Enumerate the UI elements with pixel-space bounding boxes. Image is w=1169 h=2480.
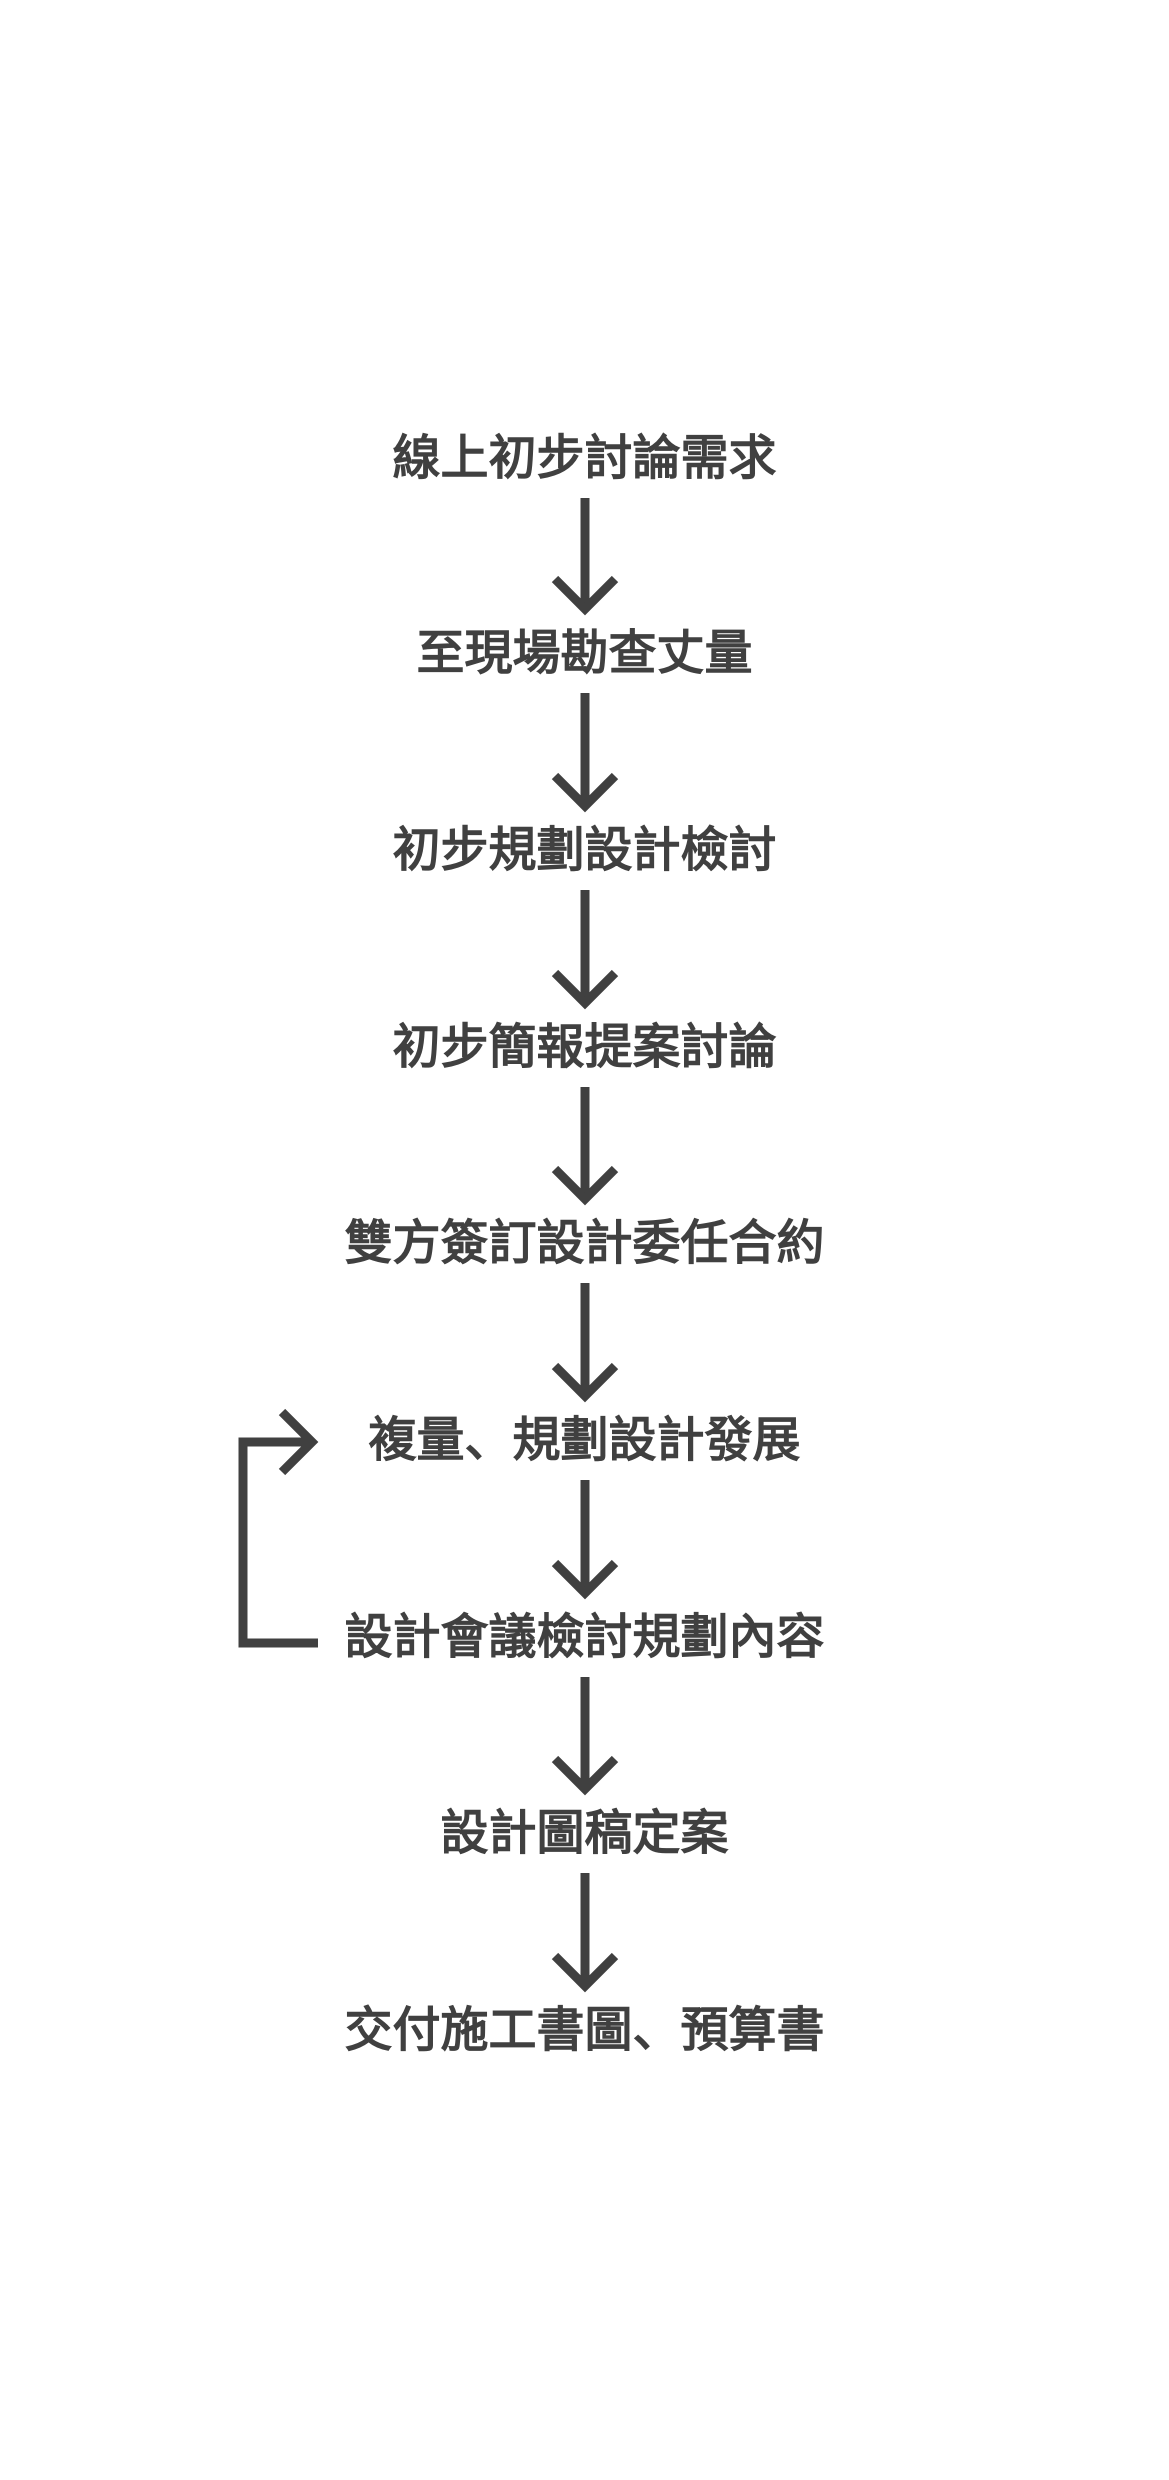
arrow-head [551,969,619,1010]
step-4: 初步簡報提案討論 [392,1019,777,1075]
arrow-head [551,1559,619,1600]
step-6: 複量、規劃設計發展 [368,1412,801,1468]
down-arrow-icon [551,693,619,813]
loop-arrowhead [278,1408,319,1476]
arrow-head [551,1165,619,1206]
step-7: 設計會議檢討規劃內容 [344,1609,825,1665]
arrow-head [551,575,619,616]
step-5: 雙方簽訂設計委任合約 [344,1215,825,1271]
down-arrow-icon [551,1873,619,1993]
down-arrow-icon [551,890,619,1010]
arrow-head [551,1755,619,1796]
step-9: 交付施工書圖、預算書 [344,2002,825,2058]
arrow-head [551,772,619,813]
step-8: 設計圖稿定案 [440,1805,729,1861]
step-1: 線上初步討論需求 [392,430,777,486]
down-arrow-icon [551,1087,619,1206]
step-2: 至現場勘查丈量 [416,625,753,681]
arrow-head [551,1952,619,1993]
down-arrow-icon [551,1283,619,1403]
down-arrow-icon [551,1677,619,1796]
step-3: 初步規劃設計檢討 [392,822,777,878]
arrow-head [551,1362,619,1403]
down-arrow-icon [551,498,619,616]
loop-bracket-line [238,1437,318,1648]
down-arrow-icon [551,1480,619,1600]
loop-back-arrow-icon [238,1408,319,1648]
